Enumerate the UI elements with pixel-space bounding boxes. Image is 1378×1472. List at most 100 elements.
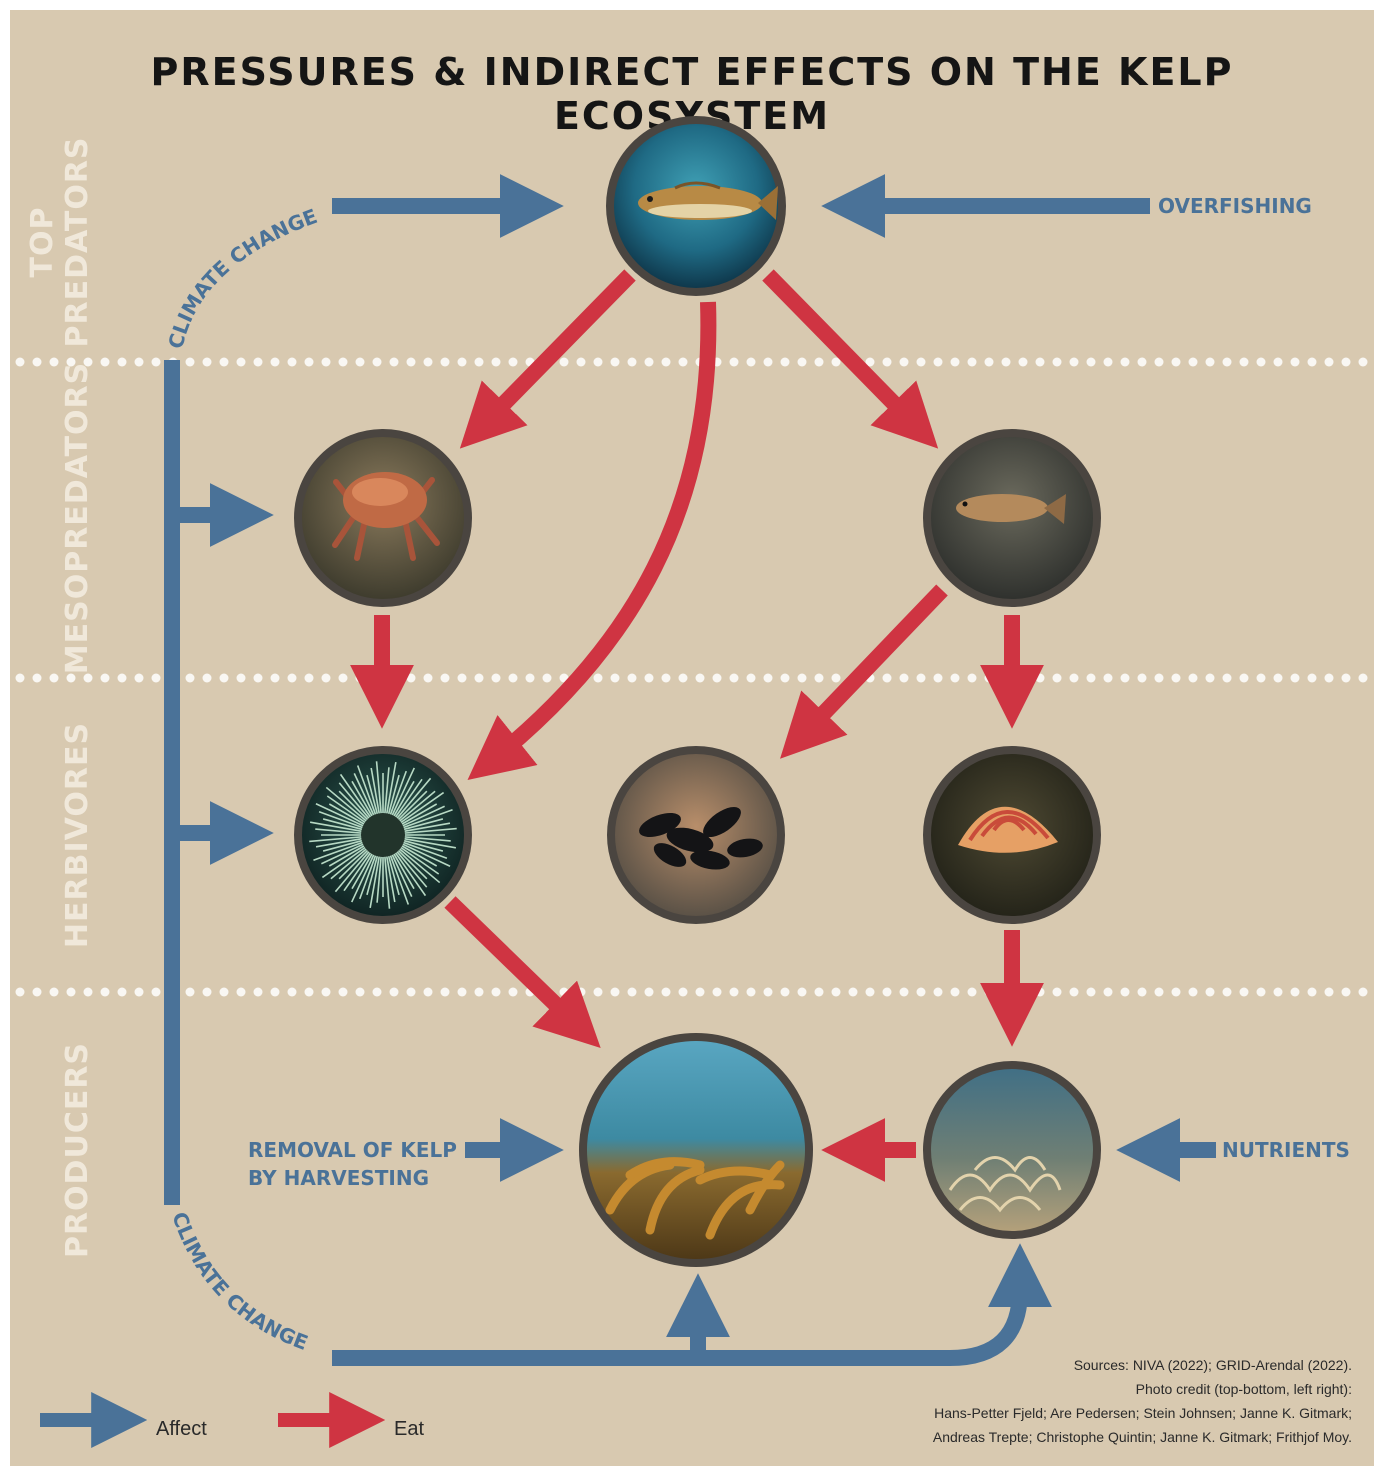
separator-dot: [389, 357, 399, 367]
urchin-spine: [387, 854, 400, 896]
separator-dot: [695, 673, 705, 683]
wrasse-node: [923, 429, 1101, 607]
separator-dot: [457, 987, 467, 997]
separator-dot: [1137, 357, 1147, 367]
separator-dot: [270, 673, 280, 683]
separator-dot: [865, 357, 875, 367]
separator-dot: [593, 673, 603, 683]
kelp-node: [579, 1033, 813, 1267]
separator-dot: [559, 987, 569, 997]
urchin-spine: [402, 835, 451, 842]
separator-dot: [593, 357, 603, 367]
separator-dot: [134, 673, 144, 683]
separator-2: [15, 673, 1368, 683]
separator-dot: [406, 987, 416, 997]
separator-dot: [1273, 673, 1283, 683]
separator-dot: [967, 673, 977, 683]
separator-dot: [236, 673, 246, 683]
separator-dot: [1358, 673, 1368, 683]
separator-dot: [219, 357, 229, 367]
separator-dot: [1171, 357, 1181, 367]
separator-dot: [644, 987, 654, 997]
separator-dot: [967, 357, 977, 367]
urchin-spine: [321, 845, 368, 879]
separator-dot: [287, 357, 297, 367]
separator-dot: [797, 357, 807, 367]
separator-dot: [1239, 673, 1249, 683]
separator-dot: [882, 673, 892, 683]
separator-dot: [100, 357, 110, 367]
separator-dot: [1171, 987, 1181, 997]
sources-line: Sources: NIVA (2022); GRID-Arendal (2022…: [1073, 1357, 1352, 1373]
urchin-spine: [385, 761, 397, 816]
urchin-spine: [366, 854, 379, 896]
separator-dot: [831, 673, 841, 683]
separator-dot: [576, 357, 586, 367]
separator-dot: [338, 673, 348, 683]
urchin-spine: [398, 791, 445, 825]
turf-algae-photo: [923, 1061, 1101, 1239]
band-label-top: TOP: [25, 207, 60, 278]
separator-dot: [610, 673, 620, 683]
urchin-spine: [318, 810, 365, 829]
climate-change-pathway: [164, 174, 1052, 1366]
separator-dot: [729, 673, 739, 683]
urchin-spine: [399, 844, 438, 867]
separator-dot: [355, 357, 365, 367]
separator-dot: [661, 673, 671, 683]
separator-dot: [66, 987, 76, 997]
separator-dot: [83, 987, 93, 997]
kelp-icon: [605, 1157, 785, 1240]
separator-dot: [1239, 357, 1249, 367]
urchin-spine: [322, 839, 364, 852]
separator-dot: [678, 357, 688, 367]
urchin-spine: [396, 790, 428, 822]
separator-dot: [185, 987, 195, 997]
separator-dot: [848, 987, 858, 997]
urchin-spine: [338, 782, 371, 821]
separator-dot: [1358, 987, 1368, 997]
separator-dot: [1052, 357, 1062, 367]
separator-dot: [287, 987, 297, 997]
separator-dot: [644, 357, 654, 367]
separator-dot: [406, 357, 416, 367]
urchin-spine: [401, 841, 448, 860]
urchin-spine: [376, 854, 383, 903]
separator-dot: [321, 357, 331, 367]
band-label-producers: PRODUCERS: [60, 1042, 95, 1258]
band-label-predators: PREDATORS: [60, 136, 95, 347]
separator-dot: [916, 357, 926, 367]
separator-dot: [678, 673, 688, 683]
separator-dot: [627, 987, 637, 997]
urchin-spine: [383, 854, 391, 909]
separator-dot: [1273, 357, 1283, 367]
separator-dot: [372, 357, 382, 367]
urchin-spine: [321, 842, 366, 865]
separator-dot: [984, 673, 994, 683]
separator-dot: [763, 357, 773, 367]
separator-dot: [202, 357, 212, 367]
urchin-spine: [397, 790, 436, 823]
cod-node: [606, 116, 786, 296]
separator-dot: [627, 673, 637, 683]
removal-label-line1: REMOVAL OF KELP: [248, 1138, 457, 1162]
urchin-spine: [313, 841, 365, 862]
separator-dot: [1086, 987, 1096, 997]
separator-dot: [1069, 357, 1079, 367]
separator-dot: [32, 357, 42, 367]
separator-dot: [1069, 673, 1079, 683]
separator-dot: [610, 987, 620, 997]
kelp-forest-photo: [579, 1033, 813, 1267]
urchin-spine: [393, 850, 427, 897]
separator-dot: [236, 357, 246, 367]
urchin-spine: [326, 795, 368, 825]
climate-bottom-line: [332, 1243, 1052, 1366]
separator-dot: [304, 673, 314, 683]
separator-dot: [1239, 987, 1249, 997]
separator-dot: [763, 987, 773, 997]
separator-dot: [899, 673, 909, 683]
wrasse-fish-icon: [956, 494, 1066, 524]
separator-dot: [270, 357, 280, 367]
urchin-spine: [338, 848, 370, 880]
urchin-spine: [328, 844, 367, 867]
